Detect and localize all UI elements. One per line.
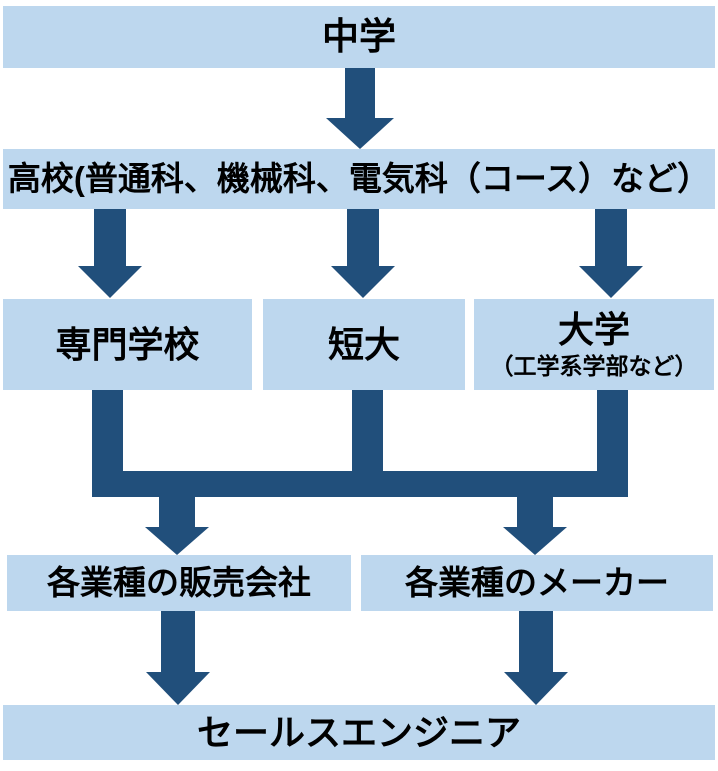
node-tandai-label: 短大 — [327, 323, 400, 365]
node-maker-label: 各業種のメーカー — [405, 564, 669, 602]
node-daigaku-label: 大学 — [557, 309, 630, 351]
arrow-koko-to-daigaku — [579, 208, 643, 298]
arrow-chugaku-to-koko — [326, 67, 394, 149]
arrow-hanbai-to-sales — [146, 611, 210, 705]
node-sales: セールスエンジニア — [3, 705, 715, 760]
node-chugaku-label: 中学 — [322, 15, 396, 57]
node-senmon: 専門学校 — [3, 299, 252, 390]
arrow-bar-to-maker — [503, 497, 567, 555]
node-hanbai-label: 各業種の販売会社 — [47, 564, 311, 602]
node-hanbai: 各業種の販売会社 — [7, 555, 351, 611]
node-koko: 高校(普通科、機械科、電気科（コース）など） — [3, 149, 715, 209]
node-sales-label: セールスエンジニア — [196, 711, 521, 753]
node-daigaku-sublabel: （工学系学部など） — [490, 353, 698, 380]
arrow-bar-to-hanbai — [145, 497, 209, 555]
arrow-koko-to-senmon — [78, 208, 142, 298]
node-koko-label: 高校(普通科、機械科、電気科（コース）など） — [7, 160, 711, 198]
node-tandai: 短大 — [263, 299, 465, 390]
node-daigaku: 大学 （工学系学部など） — [474, 299, 714, 390]
node-senmon-label: 専門学校 — [55, 323, 200, 365]
connector-merge-bar — [92, 389, 628, 497]
arrow-koko-to-tandai — [331, 208, 395, 298]
arrow-maker-to-sales — [504, 611, 568, 705]
node-chugaku: 中学 — [3, 6, 715, 68]
node-maker: 各業種のメーカー — [361, 555, 713, 611]
